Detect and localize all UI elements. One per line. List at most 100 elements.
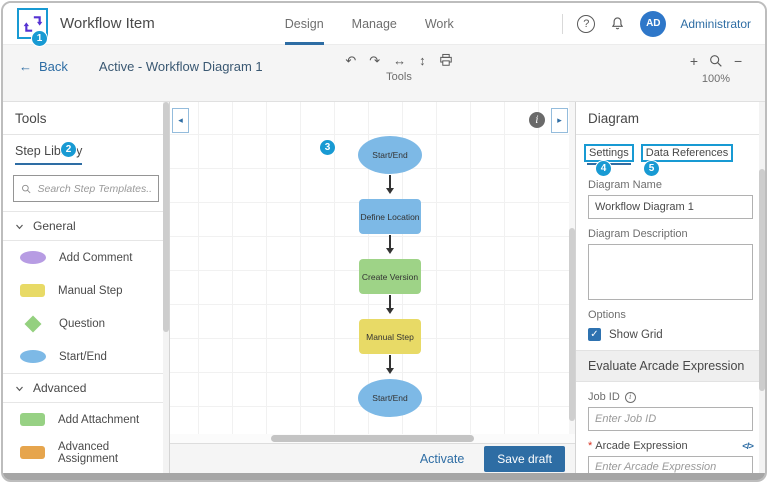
avatar[interactable]: AD (640, 10, 667, 37)
zoom-cluster: + − 100% (681, 53, 751, 85)
code-editor-icon[interactable]: </> (742, 440, 754, 452)
canvas-horizontal-scrollbar[interactable] (170, 434, 575, 443)
page-title: Workflow Item (60, 15, 155, 32)
chevron-down-icon (16, 224, 23, 229)
rect-shape-icon (20, 284, 45, 297)
section-general-label: General (33, 219, 76, 233)
step-label: Manual Step (58, 284, 123, 297)
node-start-end-top[interactable]: Start/End (358, 136, 422, 174)
left-panel-scrollbar[interactable] (163, 102, 169, 473)
step-template-add-attachment[interactable]: Add Attachment (3, 403, 169, 436)
node-define-location[interactable]: Define Location (359, 199, 421, 234)
callout-badge-5: 5 (643, 160, 660, 177)
tab-work[interactable]: Work (424, 16, 454, 31)
diagram-description-input[interactable] (588, 244, 753, 300)
user-name[interactable]: Administrator (680, 16, 751, 31)
collapse-left-panel-button[interactable]: ◂ (172, 108, 189, 133)
diagram-canvas[interactable]: ◂ i ▸ Start/End Define Location (170, 102, 575, 434)
tools-panel-title: Tools (3, 102, 169, 135)
node-start-end-bottom[interactable]: Start/End (358, 379, 422, 417)
search-input[interactable] (37, 182, 151, 195)
job-id-info-icon[interactable]: i (624, 391, 636, 403)
collapse-right-icon: ▸ (557, 115, 562, 125)
node-manual-step[interactable]: Manual Step (359, 319, 421, 354)
activate-button[interactable]: Activate (419, 451, 465, 466)
magnifier-icon[interactable] (708, 53, 724, 69)
callout-badge-2: 2 (60, 141, 77, 158)
tools-cluster: ↶ ↷ ↔ ↕ Tools (343, 53, 455, 83)
canvas-vertical-scrollbar[interactable] (569, 102, 575, 434)
arcade-expression-label: Arcade Expression (595, 440, 688, 452)
window-bottom-scrollbar[interactable] (3, 473, 765, 480)
step-label: Question (59, 317, 106, 330)
flow-arrow (386, 355, 393, 374)
section-advanced-label: Advanced (33, 381, 87, 395)
node-label: Start/End (372, 393, 408, 403)
job-id-input[interactable] (588, 407, 753, 431)
step-template-manual-step[interactable]: Manual Step (3, 274, 169, 307)
diagram-panel-tabs: Settings Data References (576, 135, 765, 170)
section-general[interactable]: General (3, 211, 169, 241)
callout-badge-1: 1 (31, 30, 48, 47)
tab-settings[interactable]: Settings (584, 144, 634, 165)
undo-icon[interactable]: ↶ (345, 52, 357, 68)
back-arrow-icon: ← (19, 59, 32, 74)
step-label: Add Attachment (58, 413, 140, 426)
diagram-toolbar: ← Back Active - Workflow Diagram 1 ↶ ↷ ↔… (3, 45, 765, 102)
step-template-add-comment[interactable]: Add Comment (3, 241, 169, 274)
step-template-question[interactable]: Question (3, 307, 169, 340)
step-template-create-job[interactable]: Create Job (3, 469, 169, 473)
arcade-expression-input[interactable] (588, 456, 753, 473)
print-icon[interactable] (439, 53, 453, 67)
info-icon[interactable]: i (529, 112, 545, 128)
diagram-settings-panel: Diagram Settings Data References Diagram… (575, 102, 765, 473)
options-label: Options (588, 309, 626, 321)
header-divider (562, 13, 564, 34)
diagram-description-label: Diagram Description (588, 228, 688, 240)
align-horizontal-icon[interactable]: ↔ (393, 52, 407, 68)
diagram-name-label: Diagram Name (588, 179, 662, 191)
tab-manage[interactable]: Manage (351, 16, 397, 31)
subheader-left: ← Back Active - Workflow Diagram 1 (19, 59, 263, 74)
show-grid-checkbox-row[interactable]: ✓ Show Grid (588, 328, 753, 341)
collapse-left-icon: ◂ (178, 115, 183, 125)
notifications-bell-icon[interactable] (609, 15, 626, 33)
main-area: Tools Step Library General Add Comment (3, 102, 765, 473)
zoom-in-icon[interactable]: + (689, 53, 698, 69)
collapse-right-panel-button[interactable]: ▸ (551, 108, 568, 133)
node-create-version[interactable]: Create Version (359, 259, 421, 294)
arcade-expression-label-row: *Arcade Expression </> (588, 440, 754, 452)
align-vertical-icon[interactable]: ↕ (419, 52, 426, 68)
diagram-canvas-column: ◂ i ▸ Start/End Define Location (170, 102, 575, 473)
workflow-logo-icon (23, 15, 42, 32)
diagram-panel-title: Diagram (576, 102, 765, 135)
required-marker: * (588, 440, 593, 452)
back-button[interactable]: ← Back (19, 59, 68, 74)
chevron-down-icon (16, 386, 23, 391)
diagram-name-input[interactable] (588, 195, 753, 219)
help-icon[interactable]: ? (577, 14, 596, 33)
tools-caption: Tools (386, 71, 412, 83)
diagram-footer: Activate Save draft (170, 443, 575, 473)
app-header: Workflow Item Design Manage Work ? AD Ad… (3, 3, 765, 45)
step-template-advanced-assignment[interactable]: Advanced Assignment (3, 436, 169, 469)
tab-design[interactable]: Design (284, 3, 324, 45)
header-right-cluster: ? AD Administrator (562, 10, 751, 37)
redo-icon[interactable]: ↷ (369, 52, 381, 68)
step-label: Advanced Assignment (58, 440, 119, 465)
ellipse-shape-icon (20, 350, 46, 363)
flow-arrow (386, 175, 393, 194)
section-advanced[interactable]: Advanced (3, 373, 169, 403)
tab-data-references[interactable]: Data References (640, 144, 734, 162)
flow-arrow (386, 295, 393, 314)
checkbox-checked-icon[interactable]: ✓ (588, 328, 601, 341)
zoom-out-icon[interactable]: − (734, 53, 743, 69)
node-label: Define Location (360, 211, 420, 222)
save-draft-button[interactable]: Save draft (484, 445, 565, 472)
header-tabs: Design Manage Work (284, 3, 454, 45)
flow-arrow (386, 235, 393, 254)
right-panel-scrollbar[interactable] (759, 102, 765, 473)
ellipse-shape-icon (20, 251, 46, 264)
step-template-start-end[interactable]: Start/End (3, 340, 169, 373)
